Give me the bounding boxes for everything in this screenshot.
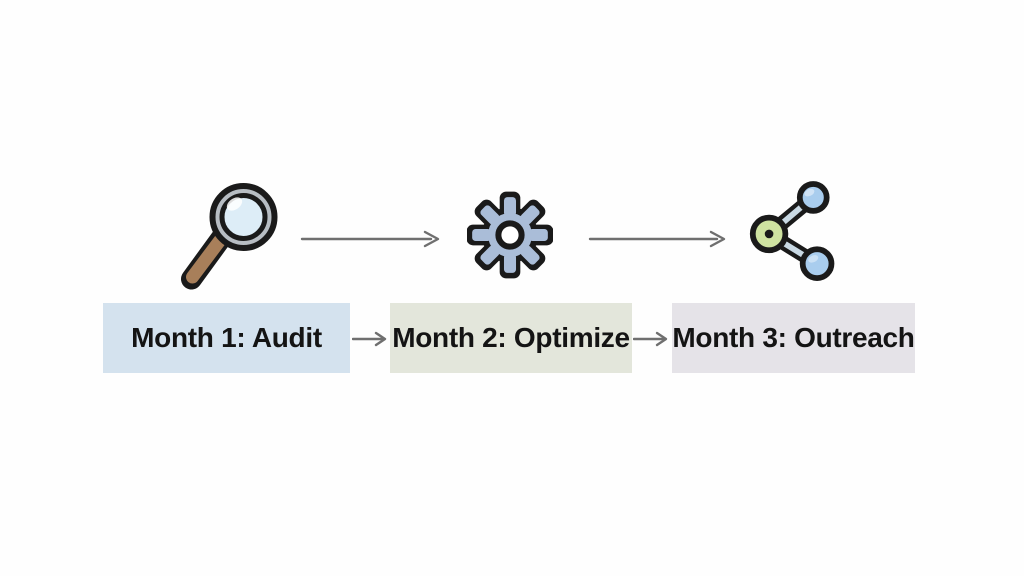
gear-icon xyxy=(467,191,553,279)
stage-box-optimize: Month 2: Optimize xyxy=(390,303,632,373)
stage-label-optimize: Month 2: Optimize xyxy=(392,322,630,353)
flow-arrow-icon xyxy=(352,331,387,347)
flow-arrow-icon xyxy=(588,230,726,248)
stage-box-outreach: Month 3: Outreach xyxy=(672,303,915,373)
flow-arrow-icon xyxy=(300,230,440,248)
flow-arrow-icon xyxy=(633,331,668,347)
share-icon xyxy=(749,181,835,281)
stage-label-audit: Month 1: Audit xyxy=(131,322,322,353)
stage-box-audit: Month 1: Audit xyxy=(103,303,350,373)
stage-label-outreach: Month 3: Outreach xyxy=(672,322,915,353)
magnifier-icon xyxy=(181,183,278,290)
